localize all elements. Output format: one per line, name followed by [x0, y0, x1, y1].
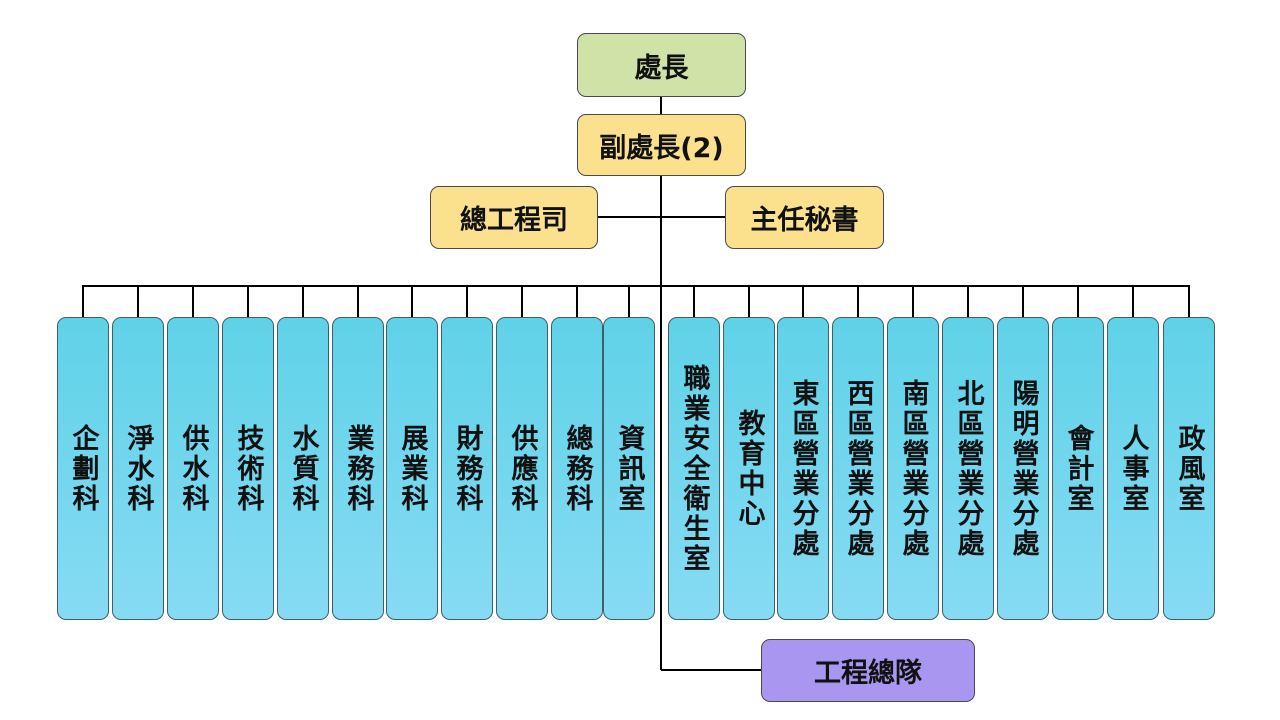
unit-box[interactable]: 人事室: [1107, 317, 1159, 620]
unit-label: 總務科: [561, 423, 593, 514]
unit-label: 南區營業分處: [897, 378, 929, 559]
director-label: 處長: [634, 52, 689, 84]
chief-engineer-label: 總工程司: [460, 205, 568, 236]
deputy-director-label: 副處長(2): [599, 132, 724, 164]
unit-label: 東區營業分處: [787, 378, 819, 559]
unit-box[interactable]: 南區營業分處: [887, 317, 939, 620]
unit-box[interactable]: 企劃科: [57, 317, 109, 620]
unit-label: 財務科: [451, 423, 483, 514]
engineering-corps-box[interactable]: 工程總隊: [761, 639, 975, 702]
unit-box[interactable]: 教育中心: [723, 317, 775, 620]
unit-box[interactable]: 北區營業分處: [942, 317, 994, 620]
unit-label: 陽明營業分處: [1007, 378, 1039, 559]
unit-label: 北區營業分處: [952, 378, 984, 559]
unit-box[interactable]: 西區營業分處: [832, 317, 884, 620]
unit-box[interactable]: 水質科: [277, 317, 329, 620]
unit-label: 供應科: [506, 423, 538, 514]
unit-label: 西區營業分處: [842, 378, 874, 559]
unit-box[interactable]: 業務科: [332, 317, 384, 620]
unit-label: 職業安全衛生室: [678, 363, 710, 574]
unit-label: 展業科: [396, 423, 428, 514]
unit-label: 資訊室: [613, 423, 645, 514]
unit-box[interactable]: 財務科: [441, 317, 493, 620]
unit-label: 業務科: [342, 423, 374, 514]
unit-box[interactable]: 東區營業分處: [777, 317, 829, 620]
unit-label: 人事室: [1117, 423, 1149, 514]
unit-box[interactable]: 職業安全衛生室: [668, 317, 720, 620]
unit-box[interactable]: 供水科: [167, 317, 219, 620]
unit-box[interactable]: 會計室: [1052, 317, 1104, 620]
chief-engineer-box[interactable]: 總工程司: [430, 186, 598, 249]
unit-box[interactable]: 技術科: [222, 317, 274, 620]
deputy-director-box[interactable]: 副處長(2): [577, 114, 746, 176]
chief-secretary-label: 主任秘書: [750, 205, 859, 236]
unit-label: 會計室: [1062, 423, 1094, 514]
unit-box[interactable]: 淨水科: [112, 317, 164, 620]
engineering-corps-label: 工程總隊: [814, 658, 922, 689]
unit-label: 供水科: [177, 423, 209, 514]
unit-box[interactable]: 展業科: [386, 317, 438, 620]
unit-box[interactable]: 總務科: [551, 317, 603, 620]
unit-label: 淨水科: [122, 423, 154, 514]
unit-box[interactable]: 資訊室: [603, 317, 655, 620]
chief-secretary-box[interactable]: 主任秘書: [725, 186, 884, 249]
unit-label: 水質科: [287, 423, 319, 514]
unit-label: 教育中心: [733, 408, 765, 529]
unit-box[interactable]: 供應科: [496, 317, 548, 620]
unit-label: 企劃科: [67, 423, 99, 514]
unit-label: 政風室: [1173, 423, 1205, 514]
unit-box[interactable]: 政風室: [1163, 317, 1215, 620]
director-box[interactable]: 處長: [577, 33, 746, 97]
unit-box[interactable]: 陽明營業分處: [997, 317, 1049, 620]
unit-label: 技術科: [232, 423, 264, 514]
